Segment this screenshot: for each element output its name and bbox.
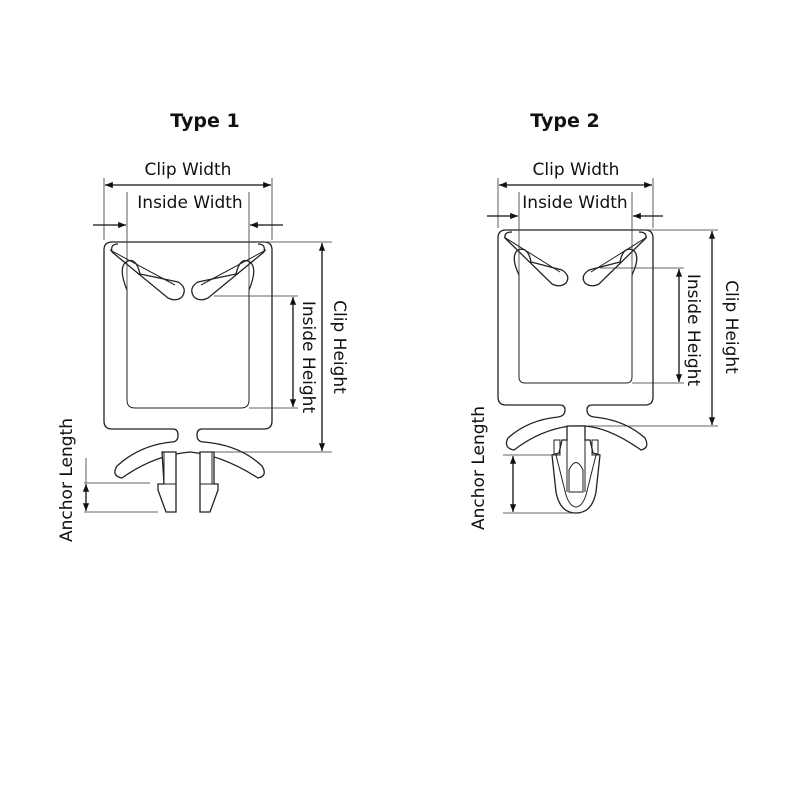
type-1-clip-width-dimension: Clip Width xyxy=(103,160,273,240)
type-1-clip-height-dimension: Clip Height xyxy=(200,241,349,453)
type-1-anchor-length-label: Anchor Length xyxy=(57,418,77,542)
type-2-clip-body xyxy=(497,229,654,514)
type-1-inside-height-label: Inside Height xyxy=(298,301,318,414)
type-2-clip-width-label: Clip Width xyxy=(533,160,620,180)
type-1-clip-body xyxy=(103,241,273,513)
type-1-clip-width-label: Clip Width xyxy=(145,160,232,180)
type-1-clip-height-label: Clip Height xyxy=(329,300,349,394)
type-2-clip-height-dimension: Clip Height xyxy=(588,229,741,427)
type-1-inside-height-dimension: Inside Height xyxy=(214,295,318,414)
type-2-inside-width-label: Inside Width xyxy=(522,193,627,213)
type-1-inside-width-dimension: Inside Width xyxy=(93,192,283,290)
type-1-anchor-length-dimension: Anchor Length xyxy=(57,418,158,542)
type-2-anchor-length-label: Anchor Length xyxy=(469,406,489,530)
type-2-inside-width-dimension: Inside Width xyxy=(487,192,663,275)
type-1-diagram: Type 1 Clip Width xyxy=(57,110,349,542)
type-2-anchor-length-dimension: Anchor Length xyxy=(469,406,576,530)
type-1-inside-width-label: Inside Width xyxy=(137,193,242,213)
type-1-title: Type 1 xyxy=(170,110,239,132)
type-2-clip-width-dimension: Clip Width xyxy=(497,160,654,228)
type-2-clip-height-label: Clip Height xyxy=(721,280,741,374)
type-2-inside-height-label: Inside Height xyxy=(683,274,703,387)
type-2-inside-height-dimension: Inside Height xyxy=(600,267,703,387)
type-2-diagram: Type 2 Clip Width Inside Wid xyxy=(469,110,741,530)
type-2-title: Type 2 xyxy=(530,110,599,132)
